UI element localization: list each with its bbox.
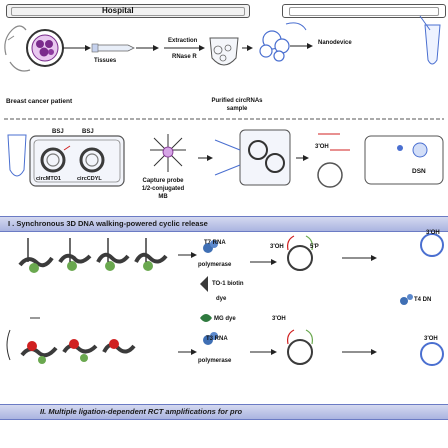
right-upper-icon <box>342 233 444 261</box>
ligation-circle-1 <box>287 235 313 271</box>
polymerase-icon-2 <box>203 332 218 345</box>
mg-label: MG dye <box>214 316 236 322</box>
hospital-banner: Hospital <box>6 4 250 18</box>
to1-label: TO-1 biotin <box>212 281 244 287</box>
hospital-label: Hospital <box>102 6 134 15</box>
probe-sub1-label: 1/2-conjugated <box>141 186 185 192</box>
walker-row-2 <box>20 339 136 364</box>
walker-row-1 <box>18 238 168 273</box>
patient-figure <box>4 25 31 72</box>
oh-product-icon <box>317 133 350 188</box>
t7-sub-label: polymerase <box>198 262 232 268</box>
t7-label: T7 RNA <box>204 240 226 246</box>
section-1-banner: I . Synchronous 3D DNA walking-powered c… <box>0 216 448 232</box>
hospital-banner-inner <box>11 7 245 16</box>
oh-right-label-1: 3'OH <box>426 230 440 236</box>
tumor-icon <box>26 29 64 67</box>
bsj-right-label: BSJ <box>82 129 94 135</box>
section-1-title: I . Synchronous 3D DNA walking-powered c… <box>8 219 208 228</box>
t4-ligase-icon <box>400 294 413 305</box>
section-2-title: II. Multiple ligation-dependent RCT ampl… <box>40 407 243 416</box>
tissues-label: Tissues <box>94 58 117 64</box>
circrna-box <box>29 135 125 187</box>
t3-sub-label: polymerase <box>198 358 232 364</box>
oh-label-capture: 3'OH <box>315 144 329 150</box>
oh-label-1: 3'OH <box>270 244 284 250</box>
circ1-label: circMTO1 <box>36 176 61 182</box>
to1-sub-label: dye <box>216 296 227 302</box>
p-label: 5'P <box>310 244 319 250</box>
cuvette-icon <box>419 15 441 65</box>
section-2-banner: II. Multiple ligation-dependent RCT ampl… <box>0 404 448 420</box>
extraction-label: Extraction <box>168 38 198 44</box>
dsn-label: DSN <box>412 168 426 175</box>
right-lower-icon <box>342 342 444 366</box>
probe-sub2-label: MB <box>158 194 168 200</box>
mg-dye-icon <box>200 314 212 322</box>
right-box-icon <box>364 135 444 185</box>
bsj-left-label: BSJ <box>52 129 64 135</box>
sample-label: sample <box>226 106 248 112</box>
oh-right-label-2: 3'OH <box>424 336 438 342</box>
top-right-banner-inner <box>289 7 439 16</box>
patient-label: Breast cancer patient <box>6 98 73 105</box>
oh-label-2: 3'OH <box>272 316 286 322</box>
nanodevice-icon <box>259 22 307 62</box>
purified-label: Purified circRNAs <box>211 98 263 104</box>
probe-label: Capture probe <box>142 178 184 184</box>
mb-cluster-icon <box>214 129 291 186</box>
left-tube-icon <box>7 134 27 177</box>
tissue-tube-icon <box>91 43 135 53</box>
to1-dye-icon <box>200 276 208 292</box>
rnase-label: RNase R <box>172 54 197 60</box>
capture-probe-icon <box>150 134 186 172</box>
nanodevice-label: Nanodevice <box>318 40 352 46</box>
polymerase-icon-1 <box>203 240 218 253</box>
top-right-banner <box>282 4 446 18</box>
t3-label: T3 RNA <box>206 336 228 342</box>
circ2-label: circCDYL <box>77 176 102 182</box>
purified-tube-icon <box>209 37 239 66</box>
t4-label: T4 DN <box>414 297 432 303</box>
ligation-circle-2 <box>287 329 313 365</box>
